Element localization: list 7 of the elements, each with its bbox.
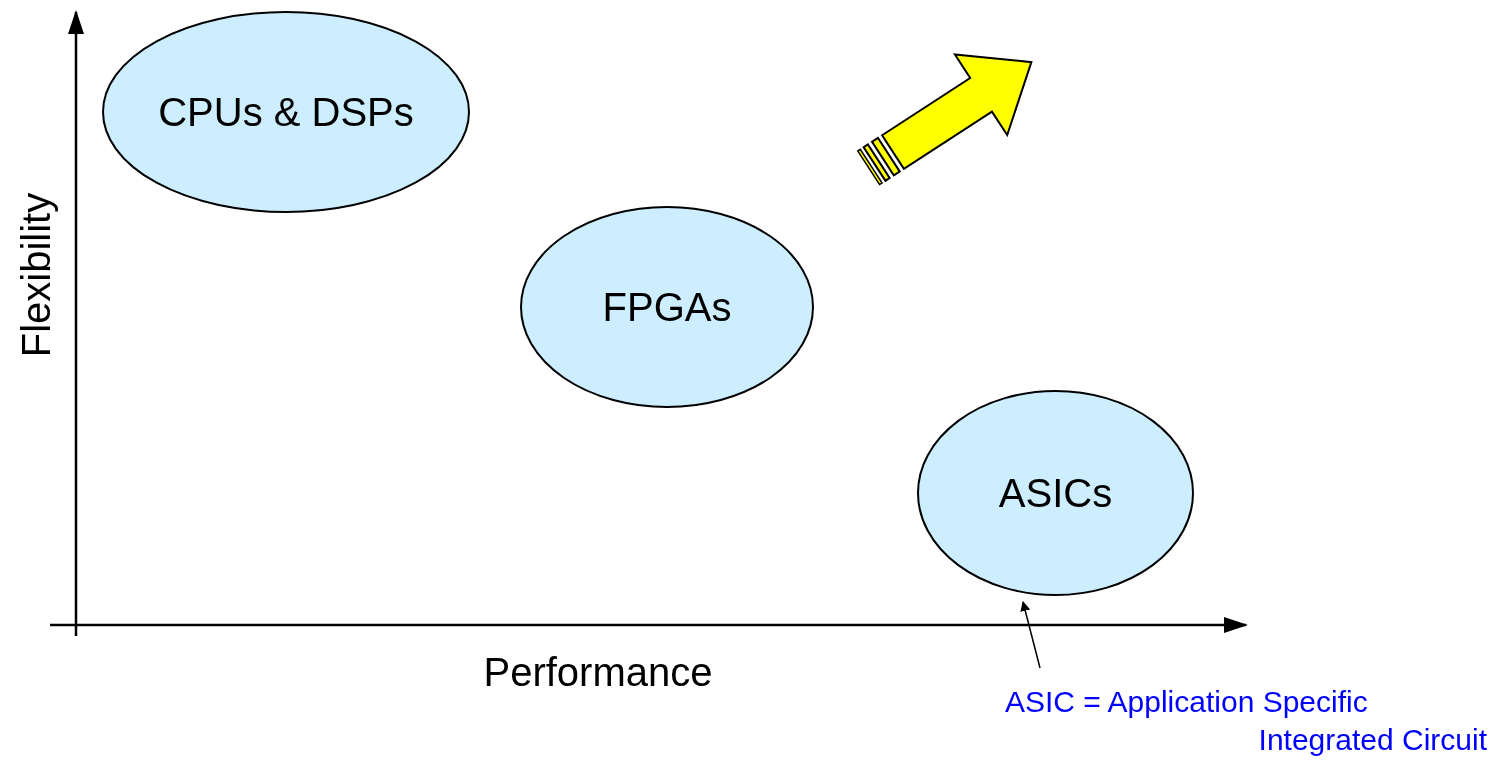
axis-title: Performance	[483, 649, 713, 695]
axis-title: Flexibility	[13, 192, 59, 358]
category-label: ASICs	[997, 470, 1114, 516]
category-label: CPUs & DSPs	[157, 89, 415, 135]
definition-note: ASIC = Application Specific Integrated Circuit	[1005, 684, 1487, 758]
category-label: FPGAs	[601, 284, 733, 330]
leader-line	[1020, 601, 1041, 669]
